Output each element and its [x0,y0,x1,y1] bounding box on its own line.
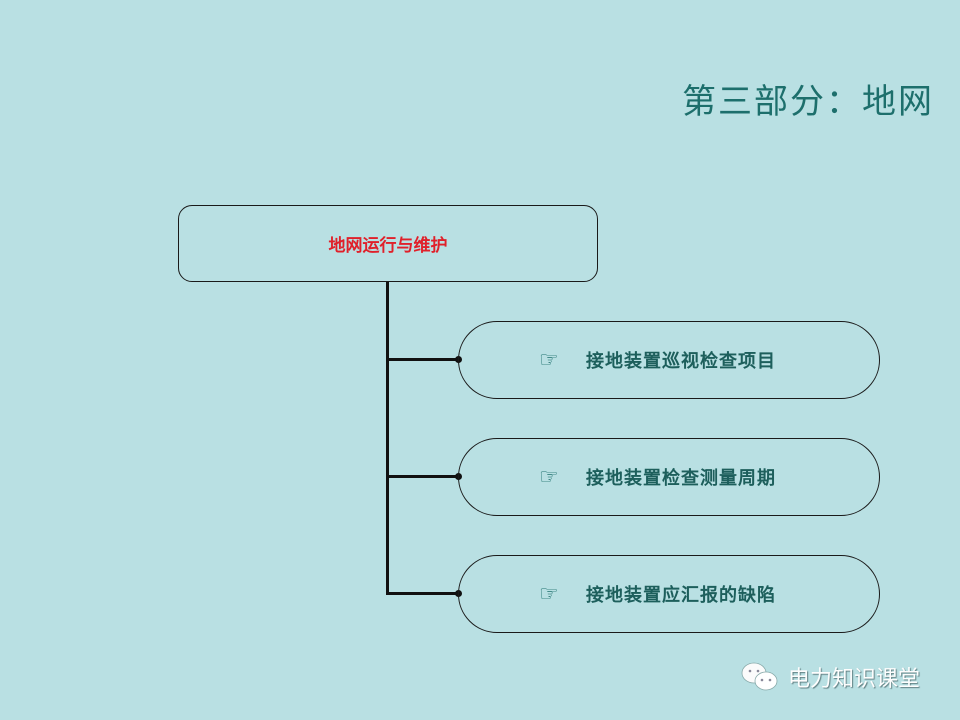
watermark: 电力知识课堂 [740,660,920,694]
child-node-3: ☞ 接地装置应汇报的缺陷 [458,555,880,633]
root-node: 地网运行与维护 [178,205,598,282]
connector-trunk [386,282,389,594]
child-node-label: 接地装置应汇报的缺陷 [586,585,776,606]
root-node-label: 地网运行与维护 [328,236,448,256]
connector-branch-2 [386,475,459,478]
child-node-2: ☞ 接地装置检查测量周期 [458,438,880,516]
wechat-icon [741,662,778,691]
child-node-label: 接地装置检查测量周期 [586,468,776,489]
connector-branch-3 [386,592,459,595]
child-node-1: ☞ 接地装置巡视检查项目 [458,321,880,399]
pointing-hand-icon: ☞ [539,347,559,373]
pointing-hand-icon: ☞ [539,464,559,490]
slide-title: 第三部分：地网 [682,82,934,122]
watermark-label: 电力知识课堂 [788,667,921,692]
pointing-hand-icon: ☞ [539,581,559,607]
child-node-label: 接地装置巡视检查项目 [586,351,776,372]
connector-branch-1 [386,358,459,361]
